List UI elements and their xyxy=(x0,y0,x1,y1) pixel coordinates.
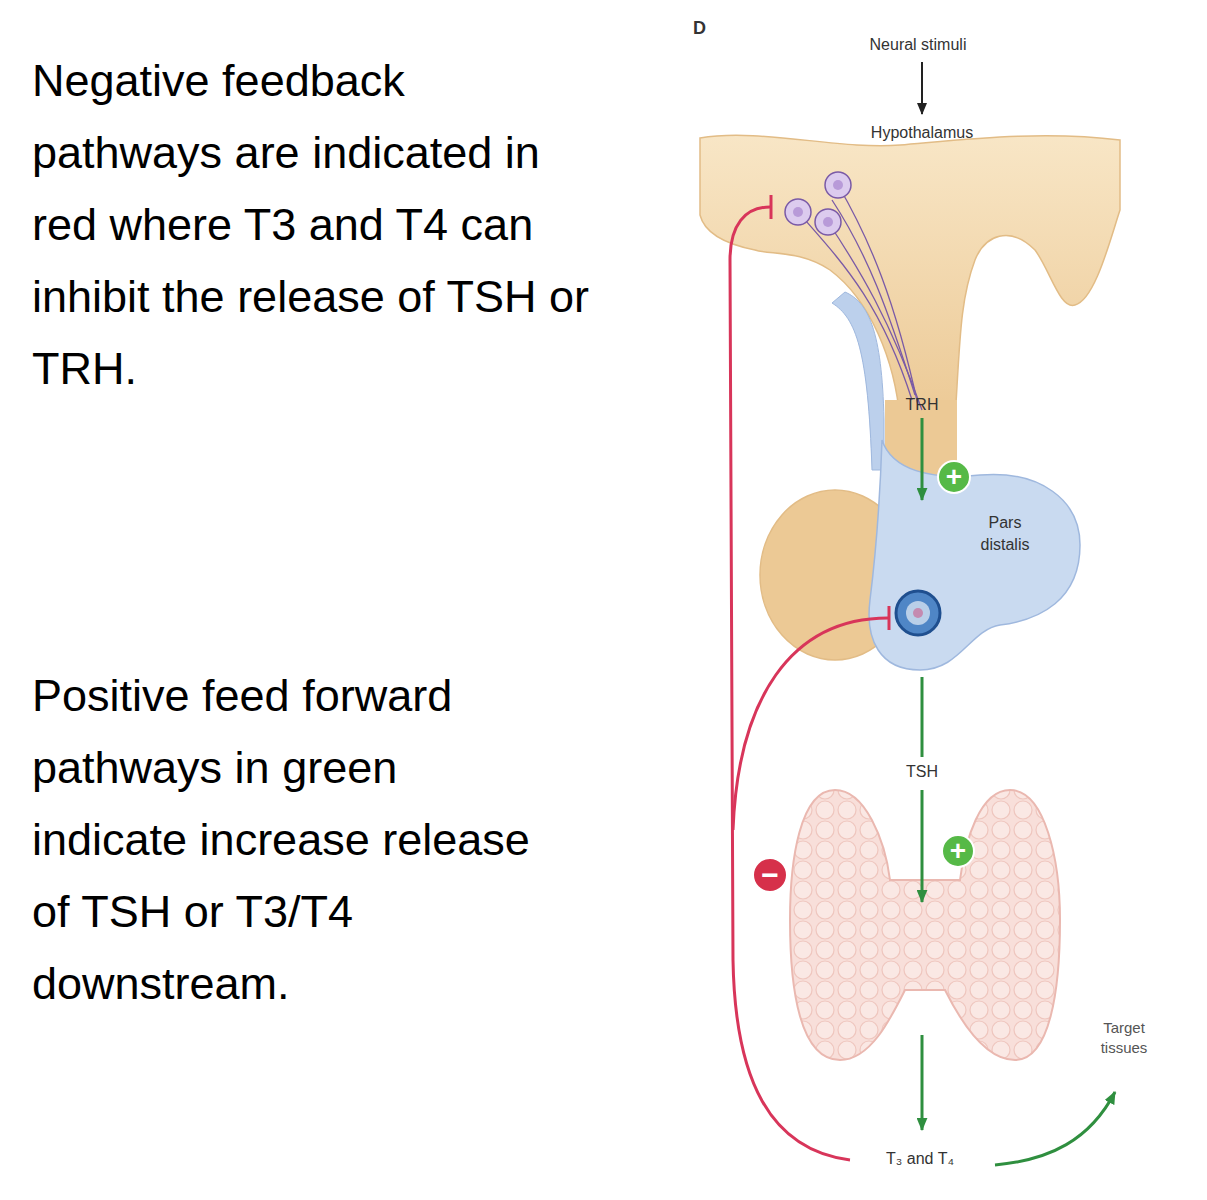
node-text: + xyxy=(946,463,962,491)
node-text: + xyxy=(950,837,966,865)
feedback-line xyxy=(733,618,888,830)
stimulate-circle: + xyxy=(941,834,975,868)
node-text: Pars distalis xyxy=(968,512,1042,556)
node-text: Hypothalamus xyxy=(830,124,1014,142)
pars-tuberalis xyxy=(832,292,884,470)
thyrotroph-cell xyxy=(896,591,940,635)
neuron-cells xyxy=(785,172,851,235)
hormone-label: TSH xyxy=(882,763,962,781)
hormone-label: T₃ and T₄ xyxy=(860,1150,980,1168)
tsh-arrow xyxy=(921,790,924,902)
pars-distalis-lobe xyxy=(869,440,1080,670)
inhibition-bar xyxy=(770,195,773,219)
explanatory-note: Negative feedback pathways are indicated… xyxy=(32,45,592,405)
target-label: Target tissues xyxy=(1082,1018,1166,1058)
hormone-arrow xyxy=(921,1035,924,1130)
explanatory-note: Positive feed forward pathways in green … xyxy=(32,660,532,1020)
thyroid-gland xyxy=(790,790,1060,1060)
inhibition-bar xyxy=(888,606,891,630)
neural-arrow xyxy=(921,62,923,114)
stimulate-circle: + xyxy=(937,460,971,494)
input-label: Neural stimuli xyxy=(838,36,998,54)
stimulation-arrow xyxy=(921,418,924,500)
region-label-box: Hypothalamus xyxy=(830,124,1014,418)
inhibit-circle: − xyxy=(752,857,788,893)
hypothalamus-tissue xyxy=(700,135,1120,420)
target-arrow xyxy=(995,1092,1115,1165)
panel-letter: D xyxy=(693,18,723,39)
node-text: − xyxy=(761,861,779,889)
pituitary-box: Pars distalis xyxy=(880,500,1080,660)
neuron-axons xyxy=(798,185,922,410)
feedback-line xyxy=(730,207,850,1160)
tsh-line xyxy=(921,677,924,757)
hormone-label: TRH xyxy=(882,396,962,414)
